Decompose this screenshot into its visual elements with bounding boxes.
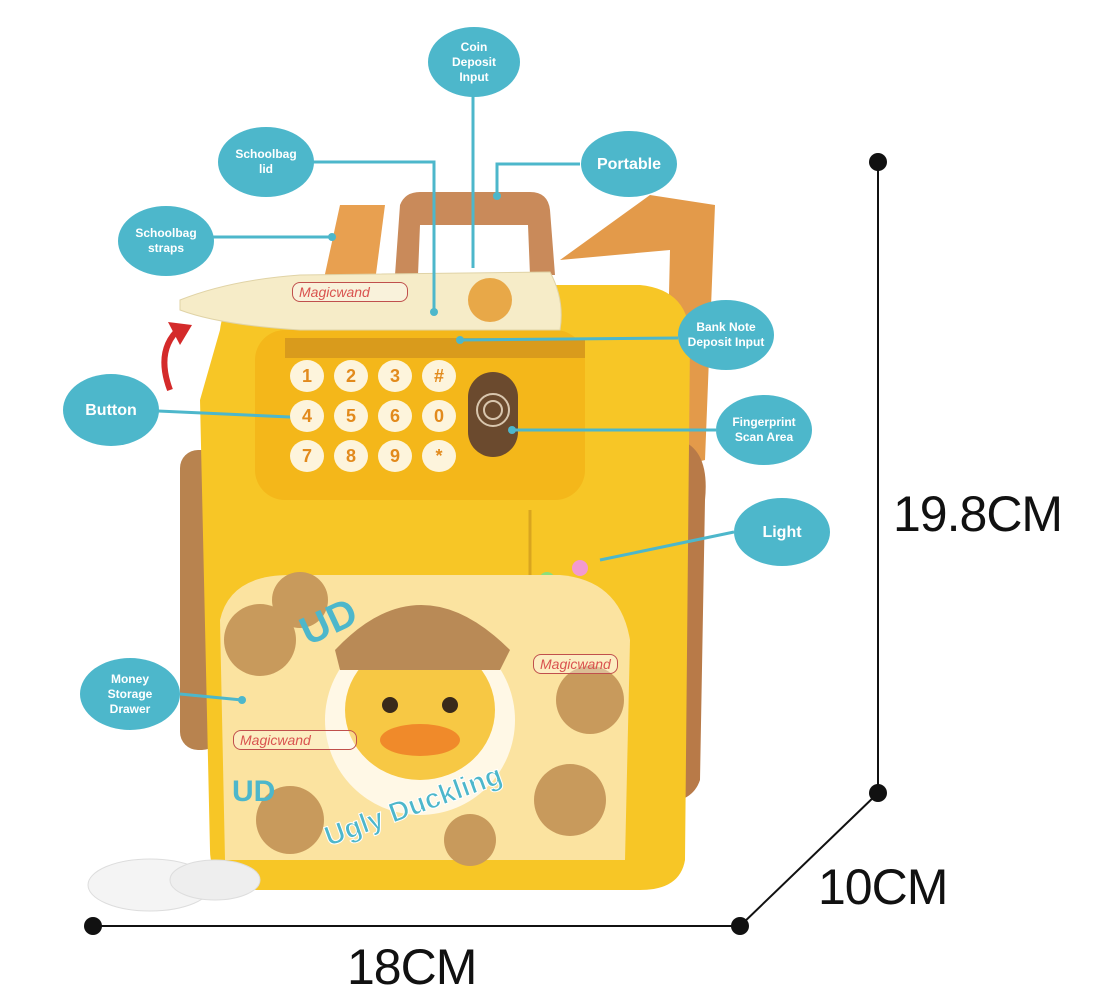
duck-hat [335,605,510,670]
callout-schoolbag-straps: Schoolbag straps [118,206,214,276]
key[interactable]: # [422,360,456,392]
coin [169,859,261,901]
dimension-height: 19.8CM [893,486,1063,542]
dimension-depth: 10CM [818,859,948,915]
key[interactable]: 1 [290,360,324,392]
key[interactable]: 0 [422,400,456,432]
callout-fingerprint-scan-area: Fingerprint Scan Area [716,395,812,465]
watermark: Magicwand [292,282,408,302]
banknote-slot [285,338,585,358]
key[interactable]: 4 [290,400,324,432]
callout-money-storage-drawer: Money Storage Drawer [80,658,180,730]
light-pink [572,560,588,576]
key[interactable]: 5 [334,400,368,432]
watermark: Magicwand [533,654,618,674]
leader-lines [157,95,735,702]
key[interactable]: 8 [334,440,368,472]
key[interactable]: 9 [378,440,412,472]
key[interactable]: * [422,440,456,472]
watermark: Magicwand [233,730,357,750]
callout-light: Light [734,498,830,566]
callout-coin-deposit-input: Coin Deposit Input [428,27,520,97]
key[interactable]: 3 [378,360,412,392]
key[interactable]: 6 [378,400,412,432]
key[interactable]: 2 [334,360,368,392]
callout-button: Button [63,374,159,446]
callout-portable: Portable [581,131,677,197]
handle [395,192,555,275]
key[interactable]: 7 [290,440,324,472]
callout-schoolbag-lid: Schoolbag lid [218,127,314,197]
fingerprint-sensor [468,372,518,457]
product-logo-2: UD [232,775,276,808]
dimension-width: 18CM [347,939,477,995]
keypad: 1 2 3 # 4 5 6 0 7 8 9 * [290,360,460,472]
dimension-lines [93,162,879,927]
callout-bank-note-deposit-input: Bank Note Deposit Input [678,300,774,370]
